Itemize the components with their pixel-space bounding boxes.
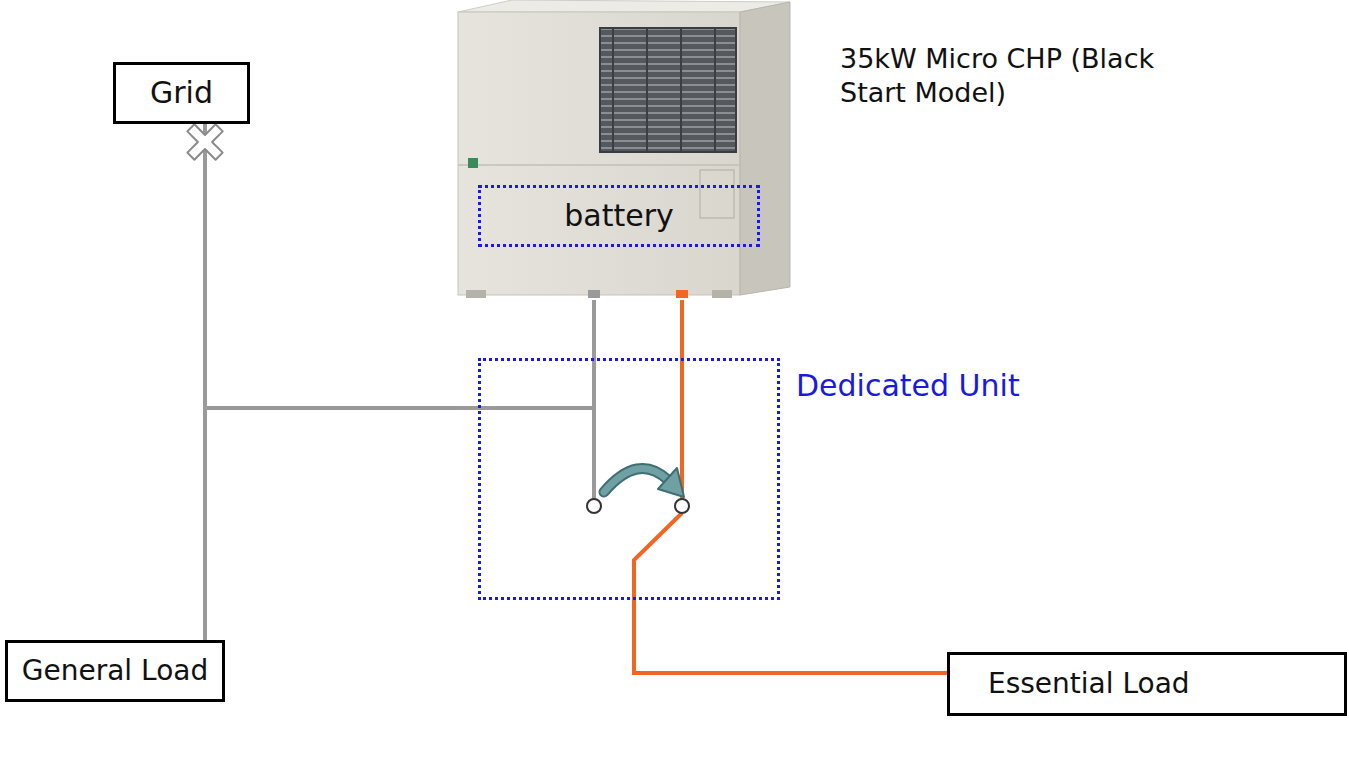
grey-outlet: [588, 290, 600, 298]
panel-seam: [458, 164, 740, 166]
chp-wire: [680, 300, 684, 358]
chp-unit: battery35kW Micro CHP (Black Start Model…: [455, 0, 790, 300]
box-label: battery: [564, 198, 674, 234]
unit-heading: Dedicated Unit: [796, 367, 1020, 405]
grid-wire: [478, 358, 594, 499]
grid-wire: [205, 124, 478, 408]
chp-wire: [634, 600, 947, 673]
changeover-arrowhead: [658, 468, 684, 497]
cabinet-roof: [458, 0, 790, 12]
chp-cabinet: [458, 0, 790, 298]
grid-box: Grid: [113, 62, 250, 124]
switch-wiring: [478, 358, 682, 600]
orange-outlet: [676, 290, 688, 298]
box-label: Essential Load: [988, 667, 1190, 701]
box-label: General Load: [22, 654, 208, 688]
cabinet-side: [740, 2, 790, 295]
cabinet-foot: [712, 290, 732, 298]
box-label: Grid: [150, 75, 213, 111]
load-box: Essential Load: [947, 652, 1347, 716]
cabinet-foot: [466, 290, 486, 298]
dedicated-unit: Dedicated Unit: [478, 358, 780, 600]
cabinet-grille: [600, 28, 736, 152]
switch-terminal: [675, 499, 689, 513]
maker-logo: [468, 158, 478, 168]
battery-box: battery: [478, 185, 760, 247]
grid-wire: [592, 300, 596, 358]
cabinet-front: [458, 12, 740, 295]
load-box: General Load: [5, 640, 225, 702]
switch-terminal: [587, 499, 601, 513]
unit-heading: 35kW Micro CHP (Black Start Model): [840, 42, 1165, 110]
service-door: [700, 170, 734, 218]
